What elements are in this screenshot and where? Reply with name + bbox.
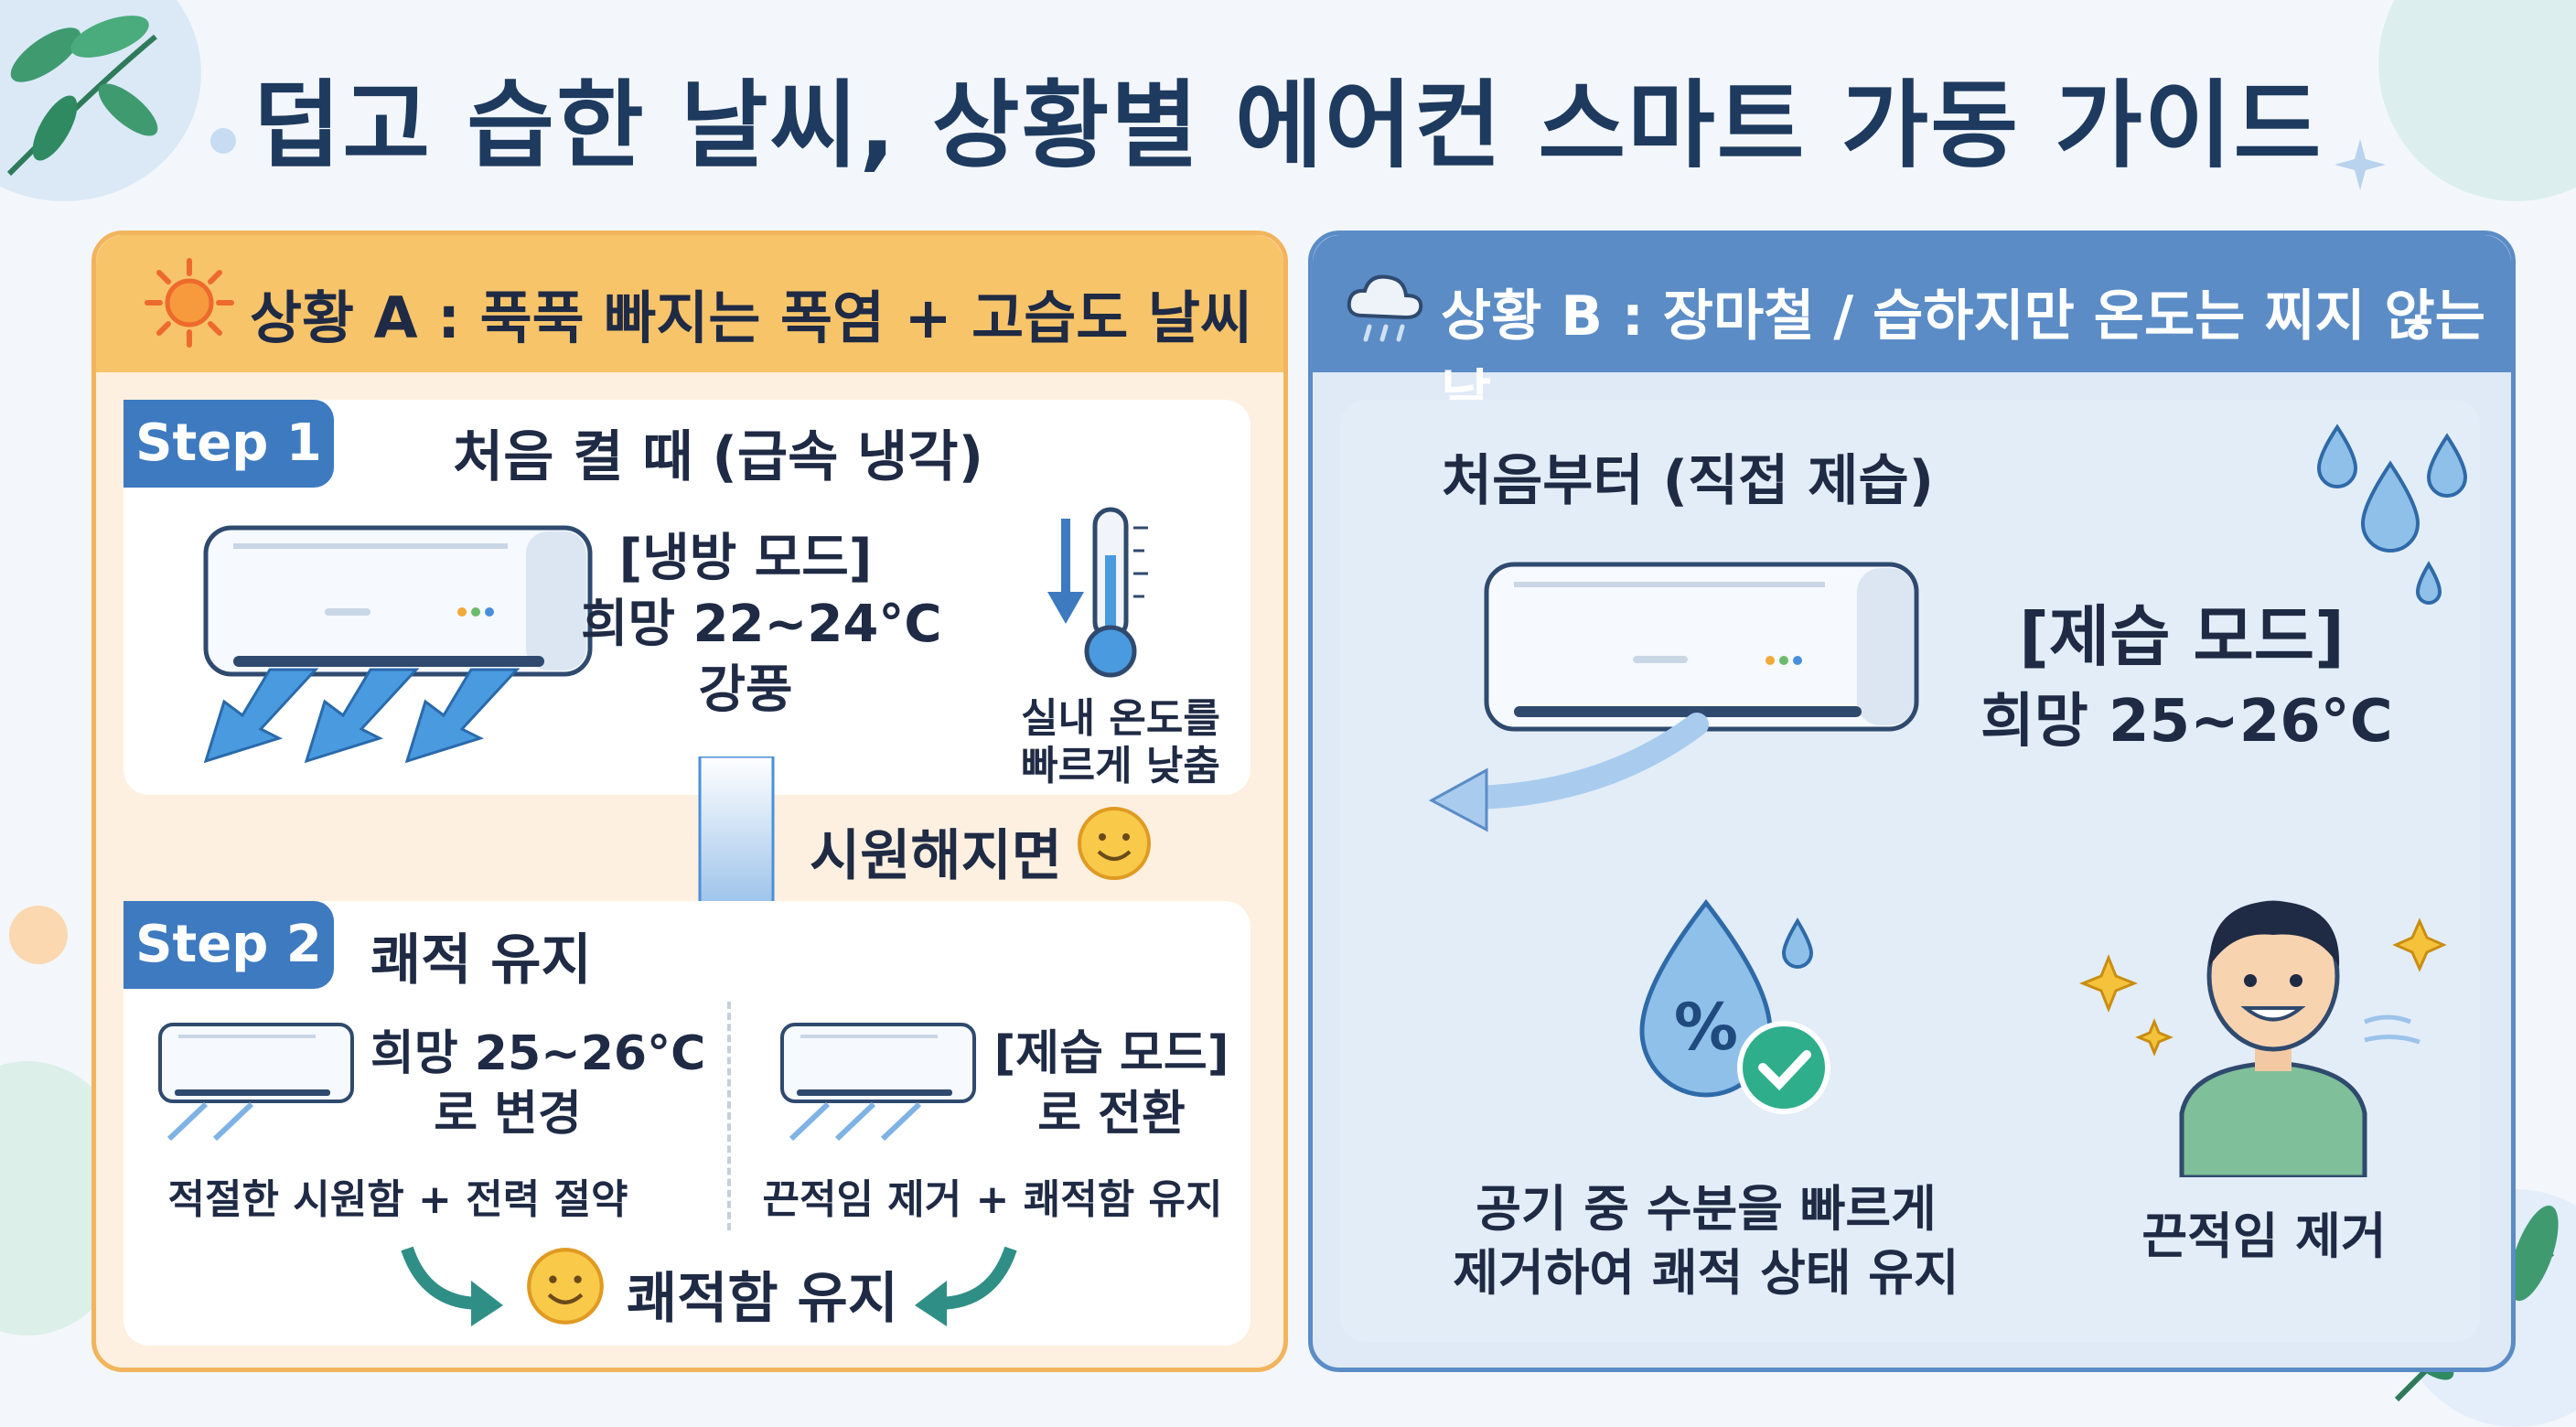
air-conditioner-icon xyxy=(1428,562,1919,832)
step1-note-line1: 실내 온도를 xyxy=(1021,695,1220,742)
bg-dot-blue xyxy=(210,128,236,154)
cloud-rain-icon xyxy=(1347,274,1423,342)
benefit1-line1: 공기 중 수분을 빠르게 xyxy=(1476,1180,1937,1238)
humidity-drop-icon: % xyxy=(1639,898,1830,1114)
transition-label: 시원해지면 xyxy=(810,824,1062,888)
situation-a-panel: 상황 A : 푹푹 빠지는 폭염 + 고습도 날씨 Step 1 처음 켤 때 … xyxy=(91,231,1288,1372)
step2-badge: Step 2 xyxy=(123,901,334,989)
sparkle-icon xyxy=(2334,139,2386,190)
situation-b-temp: 희망 25~26°C xyxy=(1980,688,2393,756)
bg-dot-orange xyxy=(9,906,68,964)
step1-mode: [냉방 모드] xyxy=(618,529,873,588)
step1-title: 처음 켤 때 (급속 냉각) xyxy=(453,425,983,489)
curved-arrow-icon xyxy=(915,1246,1017,1326)
sparkle-icon xyxy=(2078,917,2447,1057)
thermometer-down-icon xyxy=(1047,507,1148,678)
result-label: 쾌적함 유지 xyxy=(627,1267,898,1331)
page-title: 덥고 습한 날씨, 상황별 에어컨 스마트 가동 가이드 xyxy=(252,70,2324,181)
step1-note-line2: 빠르게 낮춤 xyxy=(1021,743,1220,789)
air-conditioner-icon xyxy=(158,1023,354,1142)
step1-card: Step 1 처음 켤 때 (급속 냉각) [냉방 모드] 희망 22~24°C… xyxy=(123,400,1250,795)
smile-icon xyxy=(527,1248,604,1325)
check-icon xyxy=(1737,1021,1830,1114)
smile-icon xyxy=(1078,807,1151,880)
step1-wind: 강풍 xyxy=(698,660,793,720)
step2-right-desc: 끈적임 제거 + 쾌적함 유지 xyxy=(762,1176,1223,1223)
benefit1-line2: 제거하여 쾌적 상태 유지 xyxy=(1453,1244,1959,1302)
sun-icon xyxy=(145,258,234,348)
divider xyxy=(727,1002,731,1230)
step2-right-line1: [제습 모드] xyxy=(993,1026,1229,1081)
step2-title: 쾌적 유지 xyxy=(370,928,592,992)
situation-b-panel: 상황 B : 장마철 / 습하지만 온도는 찌지 않는 날 처음부터 (직접 제… xyxy=(1308,231,2516,1372)
svg-text:%: % xyxy=(1674,990,1738,1065)
step1-temp: 희망 22~24°C xyxy=(581,595,942,654)
situation-b-card: 처음부터 (직접 제습) [제습 모드] 희망 25~26°C xyxy=(1340,400,2480,1342)
water-drop-icon xyxy=(2316,424,2468,605)
situation-a-header: 상황 A : 푹푹 빠지는 폭염 + 고습도 날씨 xyxy=(96,235,1283,372)
leaf-icon xyxy=(6,16,158,177)
benefit2-label: 끈적임 제거 xyxy=(2141,1207,2387,1265)
situation-b-subtitle: 처음부터 (직접 제습) xyxy=(1441,449,1935,513)
situation-b-title: 상황 B : 장마철 / 습하지만 온도는 찌지 않는 날 xyxy=(1441,284,2485,428)
air-conditioner-icon xyxy=(203,525,593,764)
step2-left-desc: 적절한 시원함 + 전력 절약 xyxy=(167,1176,628,1223)
step2-left-line2: 로 변경 xyxy=(434,1087,582,1142)
step2-right-line2: 로 전환 xyxy=(1037,1087,1186,1142)
curved-arrow-icon xyxy=(401,1246,503,1326)
step1-badge: Step 1 xyxy=(123,400,334,488)
situation-b-mode: [제습 모드] xyxy=(2019,598,2345,675)
step2-left-line1: 희망 25~26°C xyxy=(370,1026,706,1081)
situation-b-header: 상황 B : 장마철 / 습하지만 온도는 찌지 않는 날 xyxy=(1313,235,2511,428)
step2-card: Step 2 쾌적 유지 희망 25~26°C 로 변경 적절한 시원함 + 전… xyxy=(123,901,1250,1346)
situation-a-title: 상황 A : 푹푹 빠지는 폭염 + 고습도 날씨 xyxy=(250,284,1252,351)
air-conditioner-icon xyxy=(780,1023,976,1142)
person-icon xyxy=(2078,900,2447,1177)
